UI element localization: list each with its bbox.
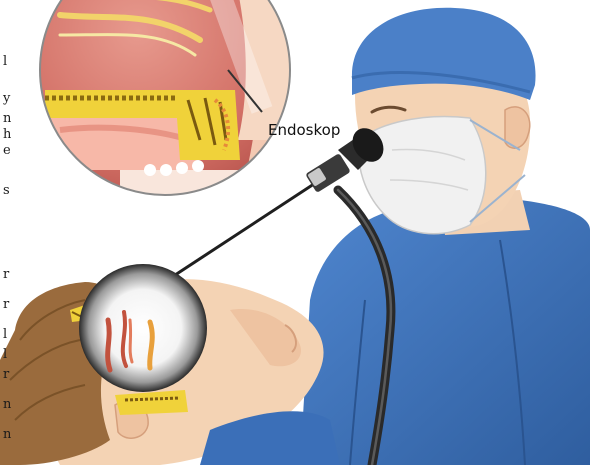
doctor (300, 8, 590, 465)
margin-text-fragment: r (3, 368, 17, 382)
margin-text-fragment: n (3, 398, 17, 412)
margin-text-fragment: l (3, 348, 17, 362)
anatomy-inset (30, 0, 300, 200)
margin-text-fragment: l (3, 328, 17, 342)
margin-text-fragment: l (3, 55, 17, 69)
margin-text-fragment: r (3, 268, 17, 282)
endoscope-label: Endoskop (268, 121, 340, 139)
margin-text-fragment: r (3, 298, 17, 312)
endoscope-view (79, 264, 207, 392)
margin-text-fragment: n (3, 112, 17, 126)
margin-text-fragment: h (3, 128, 17, 142)
margin-text-fragment: n (3, 428, 17, 442)
margin-text-fragment: y (3, 92, 17, 106)
margin-text-fragment: s (3, 184, 17, 198)
margin-text-fragment: e (3, 144, 17, 158)
